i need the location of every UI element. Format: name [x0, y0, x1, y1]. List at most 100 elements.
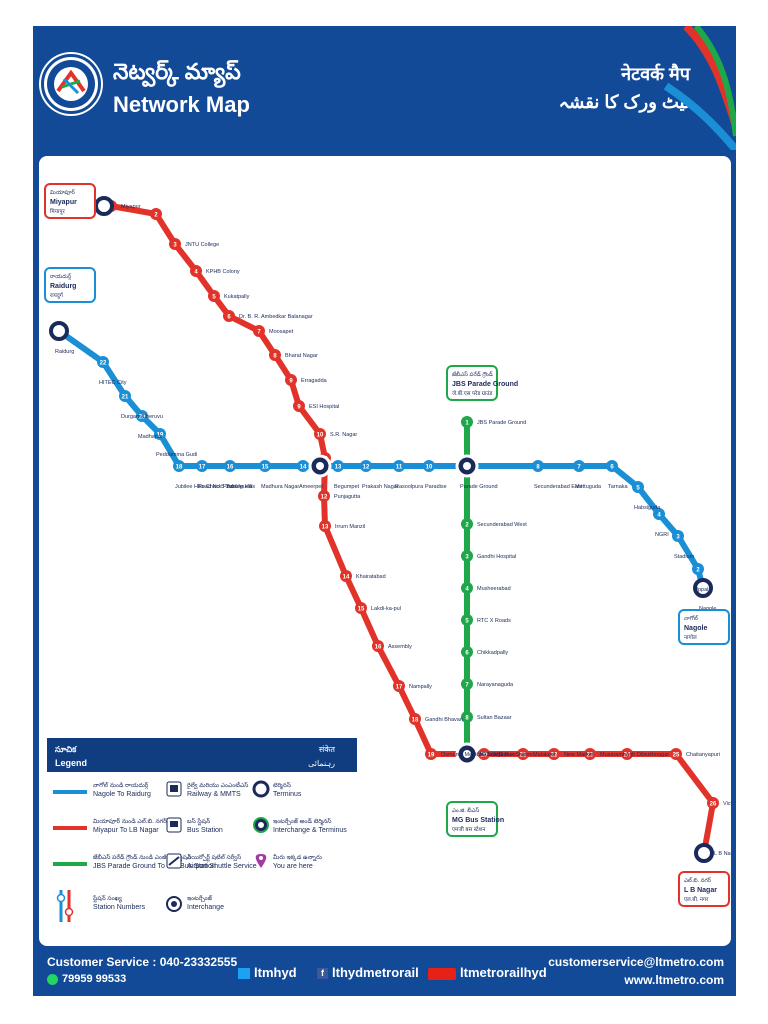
red-station-marker[interactable]: [340, 570, 352, 582]
blue-station-marker[interactable]: [532, 460, 544, 472]
red-station-marker[interactable]: [355, 602, 367, 614]
red-station-label: Dr. B. R. Ambedkar Balanagar: [239, 314, 313, 320]
mgbs-callout-te: ఎం.జి. బీఎస్: [452, 807, 479, 814]
red-station-marker[interactable]: [208, 290, 220, 302]
green-station-marker[interactable]: [461, 646, 473, 658]
blue-station-marker[interactable]: [606, 460, 618, 472]
jbs-callout[interactable]: [446, 365, 498, 401]
red-station-marker[interactable]: [318, 490, 330, 502]
mgbs-callout[interactable]: [446, 801, 498, 837]
red-station-number: 26: [710, 802, 717, 808]
red-station-marker[interactable]: [707, 797, 719, 809]
blue-station-marker[interactable]: [154, 428, 166, 440]
red-station-marker[interactable]: [285, 374, 297, 386]
blue-station-marker[interactable]: [119, 390, 131, 402]
website-link[interactable]: www.ltmetro.com: [624, 973, 724, 987]
red-station-marker[interactable]: [621, 748, 633, 760]
green-station-number: 8: [465, 716, 469, 722]
whatsapp-row[interactable]: 79959 99533: [47, 973, 126, 985]
customer-service: Customer Service : 040-23332555: [47, 955, 238, 969]
blue-station-marker[interactable]: [136, 410, 148, 422]
red-station-label: KPHB Colony: [206, 269, 240, 275]
legend-header: [47, 738, 357, 772]
blue-station-marker[interactable]: [97, 356, 109, 368]
map-area: 2322212019181716151413121110987654321123…: [39, 156, 731, 946]
blue-station-marker[interactable]: [297, 460, 309, 472]
red-station-marker[interactable]: [584, 748, 596, 760]
blue-station-label: Rasoolpura: [395, 484, 424, 490]
red-station-label: Victoria Memorial: [723, 801, 731, 807]
blue-station-number: 21: [122, 395, 129, 401]
red-station-marker[interactable]: [517, 748, 529, 760]
red-station-marker[interactable]: [169, 238, 181, 250]
raidurg-callout-en: Raidurg: [50, 283, 76, 290]
you-are-here-dot: [259, 856, 263, 860]
red-station-marker[interactable]: [253, 325, 265, 337]
red-station-marker[interactable]: [670, 748, 682, 760]
blue-station-marker[interactable]: [360, 460, 372, 472]
lbnagar-callout[interactable]: [678, 871, 730, 907]
red-station-marker[interactable]: [372, 640, 384, 652]
green-station-marker[interactable]: [461, 550, 473, 562]
red-station-marker[interactable]: [548, 748, 560, 760]
blue-station-marker[interactable]: [573, 460, 585, 472]
blue-station-marker[interactable]: [653, 508, 665, 520]
youtube-link[interactable]: ltmetrorailhyd: [428, 965, 547, 980]
red-station-marker[interactable]: [314, 428, 326, 440]
green-station-marker[interactable]: [461, 582, 473, 594]
green-station-number: 7: [465, 683, 469, 689]
blue-station-label: Tarnaka: [608, 484, 629, 490]
terminus-marker[interactable]: [49, 321, 69, 341]
blue-station-marker[interactable]: [259, 460, 271, 472]
legend-station-numbers-en: Station Numbers: [93, 904, 146, 911]
legend-terminus-te: టెర్మినస్: [273, 781, 291, 790]
terminus-marker[interactable]: [693, 578, 713, 598]
blue-station-marker[interactable]: [173, 460, 185, 472]
blue-station-marker[interactable]: [393, 460, 405, 472]
green-station-marker[interactable]: [461, 416, 473, 428]
blue-station-number: 12: [363, 465, 370, 471]
green-station-number: 1: [465, 421, 469, 427]
green-station-marker[interactable]: [461, 678, 473, 690]
legend-interchange-en: Interchange: [187, 904, 224, 911]
interchange-marker-core: [463, 750, 471, 758]
green-station-marker[interactable]: [461, 518, 473, 530]
red-station-label: Kukatpally: [224, 294, 250, 300]
red-station-number: 24: [624, 753, 631, 759]
twitter-link[interactable]: ltmhyd: [238, 965, 297, 980]
green-station-marker[interactable]: [461, 711, 473, 723]
red-station-marker[interactable]: [223, 310, 235, 322]
red-station-marker[interactable]: [190, 265, 202, 277]
blue-station-label: Road No 5 Jubilee Hills: [198, 484, 255, 490]
blue-station-marker[interactable]: [224, 460, 236, 472]
red-station-marker[interactable]: [393, 680, 405, 692]
legend-red-te: మియాపూర్ నుండి ఎల్.బి. నగర్: [93, 817, 167, 825]
blue-station-marker[interactable]: [632, 481, 644, 493]
red-station-marker[interactable]: [269, 349, 281, 361]
blue-station-marker[interactable]: [332, 460, 344, 472]
green-station-marker[interactable]: [461, 614, 473, 626]
red-station-marker[interactable]: [319, 520, 331, 532]
red-station-marker[interactable]: [478, 748, 490, 760]
red-station-marker[interactable]: [425, 748, 437, 760]
title-telugu: నెట్వర్క్ మ్యాప్: [113, 59, 241, 84]
nagole-callout[interactable]: [678, 609, 730, 645]
red-station-marker[interactable]: [293, 400, 305, 412]
red-station-marker[interactable]: [150, 208, 162, 220]
miyapur-callout[interactable]: [44, 183, 96, 219]
red-station-label: ESI Hospital: [309, 404, 339, 410]
blue-station-marker[interactable]: [196, 460, 208, 472]
email-link[interactable]: customerservice@ltmetro.com: [548, 955, 724, 969]
terminus-marker[interactable]: [94, 196, 114, 216]
legend-title-hi: संकेत: [319, 744, 336, 754]
raidurg-callout[interactable]: [44, 267, 96, 303]
green-station-label: Secunderabad West: [477, 522, 527, 528]
red-station-marker[interactable]: [409, 713, 421, 725]
blue-station-marker[interactable]: [423, 460, 435, 472]
terminus-marker[interactable]: [694, 843, 714, 863]
blue-station-marker[interactable]: [672, 530, 684, 542]
red-station-number: 14: [343, 575, 350, 581]
blue-station-marker[interactable]: [692, 563, 704, 575]
blue-station-number: 18: [176, 465, 183, 471]
